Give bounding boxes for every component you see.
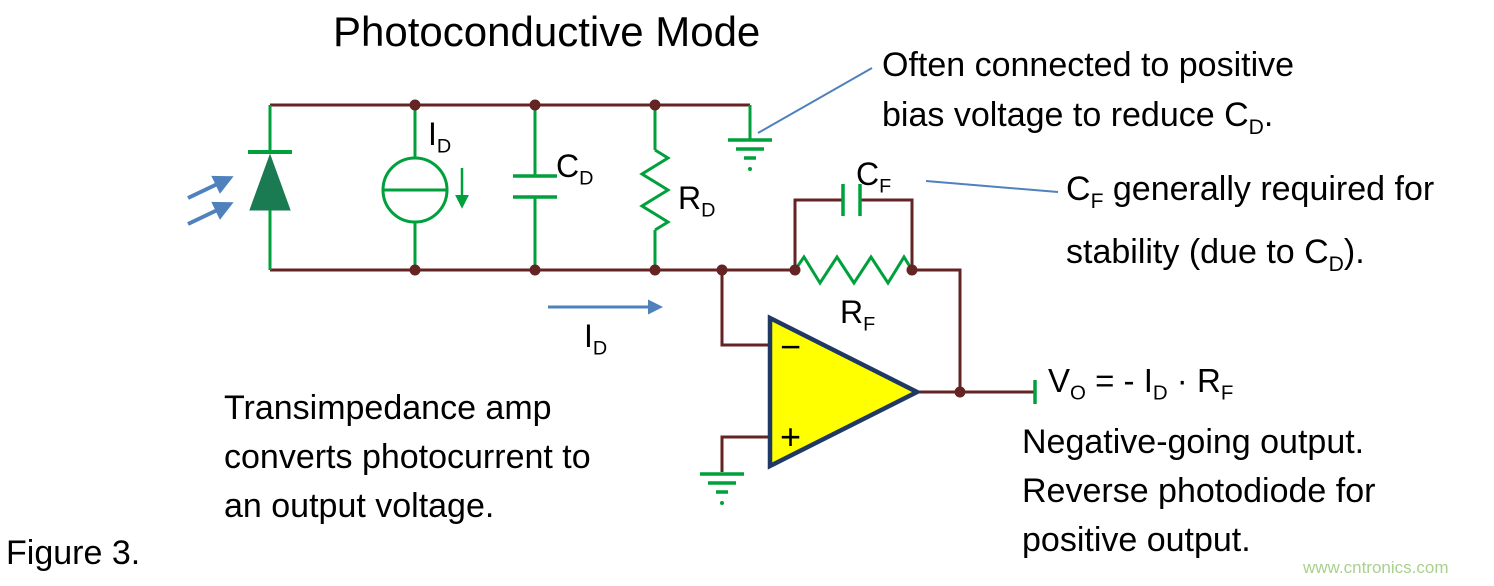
wire-feedback-down [912,268,962,392]
junction-dot [529,99,541,111]
annotation-tia-line3: an output voltage. [224,487,495,525]
current-source-symbol [381,105,469,270]
junction-dot [954,386,966,398]
pointer-line-bias [757,67,873,134]
label-rf-sub: F [863,313,876,336]
junction-dot [716,264,728,276]
photodiode-symbol [187,105,292,270]
resistor-rf-symbol [793,254,914,286]
pointer-line-cf [925,180,1059,193]
formula-v: V [1048,362,1071,399]
figure-number: Figure 3. [6,534,141,572]
annotation-cf-line2b: ). [1343,232,1365,271]
capacitor-cf-symbol [841,184,862,216]
annotation-output: Negative-going output. Reverse photodiode… [1022,418,1375,565]
label-cd-base: C [556,148,580,184]
label-cd-sub: D [579,167,594,190]
light-arrow-1 [187,175,234,200]
opamp-ground-dot [720,501,724,505]
annotation-output-line2: Reverse photodiode for [1022,472,1376,510]
formula-i: I [1143,362,1153,399]
label-photocurrent-arrow: ID [584,318,607,360]
label-cf-base: C [856,156,880,192]
bias-ground-icon [728,105,772,171]
formula-r: R [1196,362,1221,399]
label-source-current-sub: D [436,135,452,158]
annotation-pointers [757,67,1059,193]
annotation-cf-line1a: C [1066,170,1091,208]
circuit-wires [270,103,1035,472]
formula-v-sub: O [1070,381,1086,405]
opamp-triangle [767,314,923,470]
junction-dots [409,99,966,398]
junction-dot [529,264,541,276]
label-cf-sub: F [879,175,892,198]
wire-cf-left-branch [793,198,843,270]
opamp-noninverting-sign: + [780,416,802,457]
junction-dot [649,99,661,111]
formula-dot: · [1167,362,1197,399]
label-id-sub: D [592,337,608,360]
label-diode-capacitance: CD [556,148,593,190]
formula-r-sub: F [1220,381,1234,405]
annotation-cf-line2a: stability (due to C [1066,232,1329,271]
bias-ground-dot [748,167,752,171]
label-rd-sub: D [701,199,716,222]
label-rd-base: R [678,180,702,216]
capacitor-cd-symbol [513,105,557,270]
wire-inverting-input [720,270,770,347]
formula-equals: = - [1085,362,1144,399]
annotation-bias-line2b: . [1263,96,1274,134]
annotation-bias: Often connected to positive bias voltage … [882,40,1294,153]
light-arrow-2 [187,201,234,226]
annotation-bias-line1: Often connected to positive [882,46,1295,84]
label-diode-resistance: RD [678,180,715,222]
annotation-cf-line2sub: D [1328,252,1344,276]
label-feedback-resistor: RF [840,294,875,336]
junction-dot [906,264,918,276]
annotation-cf-line1sub: F [1090,189,1104,213]
junction-dot [649,264,661,276]
annotation-cf-line1b: generally required for [1103,170,1435,208]
figure-title: Photoconductive Mode [333,8,761,55]
junction-dot [409,264,421,276]
annotation-tia-line2: converts photocurrent to [224,438,591,476]
label-id-base: I [584,318,593,354]
opamp-ground-icon [700,472,744,505]
label-feedback-capacitor: CF [856,156,891,198]
annotation-bias-line2sub: D [1248,115,1264,139]
output-formula: VO = - ID · RF [1048,362,1233,406]
annotation-tia-line1: Transimpedance amp [224,389,552,427]
wire-cf-right-branch [860,198,914,270]
annotation-cf: CF generally required for stability (due … [1066,164,1434,290]
formula-i-sub: D [1152,381,1168,405]
light-arrows-icon [187,175,234,226]
wire-noninverting-input [720,435,770,472]
annotation-tia: Transimpedance amp converts photocurrent … [224,384,591,531]
watermark: www.cntronics.com [1303,558,1449,577]
annotation-output-line1: Negative-going output. [1022,423,1365,461]
photodiode-triangle [249,153,291,211]
annotation-output-line3: positive output. [1022,521,1251,559]
label-source-current-base: I [428,116,437,152]
label-source-current: ID [428,116,451,158]
junction-dot [789,264,801,276]
rd-zigzag [639,148,671,232]
annotation-bias-line2a: bias voltage to reduce C [882,96,1249,134]
resistor-rd-symbol [639,105,671,270]
opamp-inverting-sign: − [780,326,802,367]
label-rf-base: R [840,294,864,330]
junction-dot [409,99,421,111]
